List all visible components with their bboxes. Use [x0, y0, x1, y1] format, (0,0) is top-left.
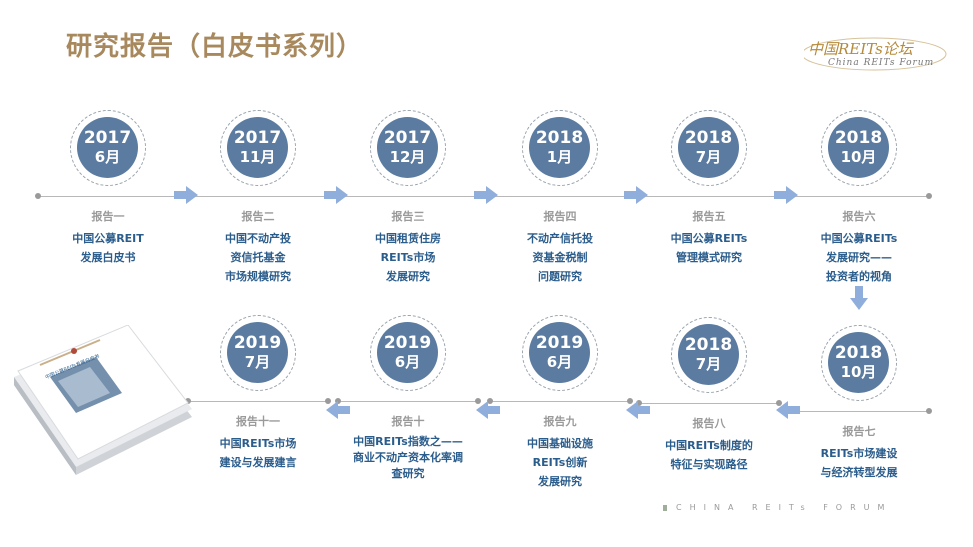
- report-month: 1月: [546, 148, 573, 166]
- logo-main-text: 中国REITs论坛: [808, 40, 913, 58]
- report-label: 报告九: [543, 415, 577, 428]
- report-label: 报告四: [543, 210, 577, 223]
- report-year: 2019: [383, 333, 432, 353]
- china-reits-forum-logo: 中国REITs论坛 China REITs Forum: [804, 37, 958, 74]
- report-title: 中国REITs指数之——商业不动产资本化率调查研究: [353, 435, 463, 480]
- footer-accent-bar: [663, 505, 667, 511]
- report-year: 2018: [834, 128, 883, 148]
- report-month: 6月: [94, 148, 121, 166]
- arrow-down-icon: [850, 286, 868, 310]
- white-paper-book-image: 中国公募REITs发展白皮书: [14, 325, 192, 475]
- report-month: 7月: [244, 353, 271, 371]
- arrow-right-icon: [474, 186, 498, 204]
- report-label: 报告十: [391, 415, 425, 428]
- arrow-left-icon: [776, 401, 800, 419]
- report-year: 2018: [684, 128, 733, 148]
- report-title: 中国REITs制度的特征与实现路径: [665, 439, 753, 471]
- report-label: 报告三: [391, 210, 425, 223]
- report-label: 报告一: [91, 210, 125, 223]
- report-month: 7月: [695, 148, 722, 166]
- report-label: 报告六: [842, 210, 876, 223]
- report-month: 6月: [546, 353, 573, 371]
- report-month: 7月: [695, 355, 722, 373]
- report-year: 2018: [535, 128, 584, 148]
- report-label: 报告二: [241, 210, 275, 223]
- arrow-left-icon: [476, 401, 500, 419]
- report-year: 2019: [233, 333, 282, 353]
- page-title: 研究报告（白皮书系列）: [66, 32, 364, 62]
- arrow-left-icon: [326, 401, 350, 419]
- report-year: 2018: [684, 335, 733, 355]
- arrow-right-icon: [774, 186, 798, 204]
- report-month: 11月: [239, 148, 276, 166]
- report-month: 12月: [389, 148, 426, 166]
- arrow-right-icon: [174, 186, 198, 204]
- arrow-left-icon: [626, 401, 650, 419]
- report-month: 6月: [394, 353, 421, 371]
- report-label: 报告五: [692, 210, 726, 223]
- report-title: REITs市场建设与经济转型发展: [820, 447, 898, 479]
- arrow-right-icon: [324, 186, 348, 204]
- report-title: 中国不动产投资信托基金市场规模研究: [225, 232, 291, 283]
- logo-swoosh-icon: [804, 37, 947, 71]
- report-year: 2017: [233, 128, 282, 148]
- logo-sub-text: China REITs Forum: [828, 58, 935, 68]
- footer-text: CHINA REITs FORUM: [676, 503, 893, 512]
- report-year: 2019: [535, 333, 584, 353]
- report-month: 10月: [840, 363, 877, 381]
- report-year: 2017: [83, 128, 132, 148]
- report-label: 报告八: [692, 417, 726, 430]
- report-year: 2017: [383, 128, 432, 148]
- report-title: 中国REITs市场建设与发展建言: [219, 437, 297, 469]
- arrow-right-icon: [624, 186, 648, 204]
- report-month: 10月: [840, 148, 877, 166]
- report-label: 报告七: [842, 425, 876, 438]
- report-title: 不动产信托投资基金税制问题研究: [527, 232, 593, 283]
- report-label: 报告十一: [236, 415, 280, 428]
- report-year: 2018: [834, 343, 883, 363]
